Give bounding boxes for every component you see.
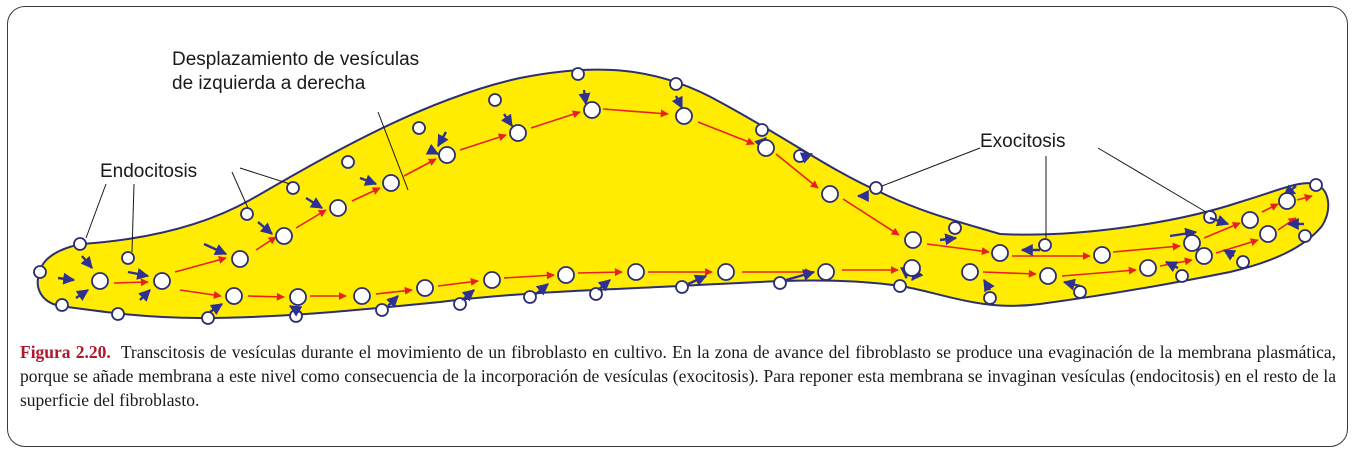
internal-vesicles bbox=[91, 101, 1296, 306]
membrane-vesicles bbox=[33, 67, 1323, 325]
figure-caption: Figura 2.20.Transcitosis de vesículas du… bbox=[20, 340, 1336, 412]
leader-lines bbox=[85, 111, 1207, 253]
endocytosis-label: Endocitosis bbox=[100, 161, 198, 182]
displacement-label-line2: de izquierda a derecha bbox=[172, 73, 366, 94]
displacement-label-line1: Desplazamiento de vesículas bbox=[172, 49, 420, 70]
figure-number: Figura 2.20. bbox=[20, 342, 111, 362]
displacement-label: Desplazamiento de vesículas de izquierda… bbox=[172, 48, 419, 96]
caption-text: Transcitosis de vesículas durante el mov… bbox=[20, 342, 1336, 410]
exocytosis-label: Exocitosis bbox=[980, 131, 1066, 152]
vesicle-arrows bbox=[57, 89, 1304, 317]
